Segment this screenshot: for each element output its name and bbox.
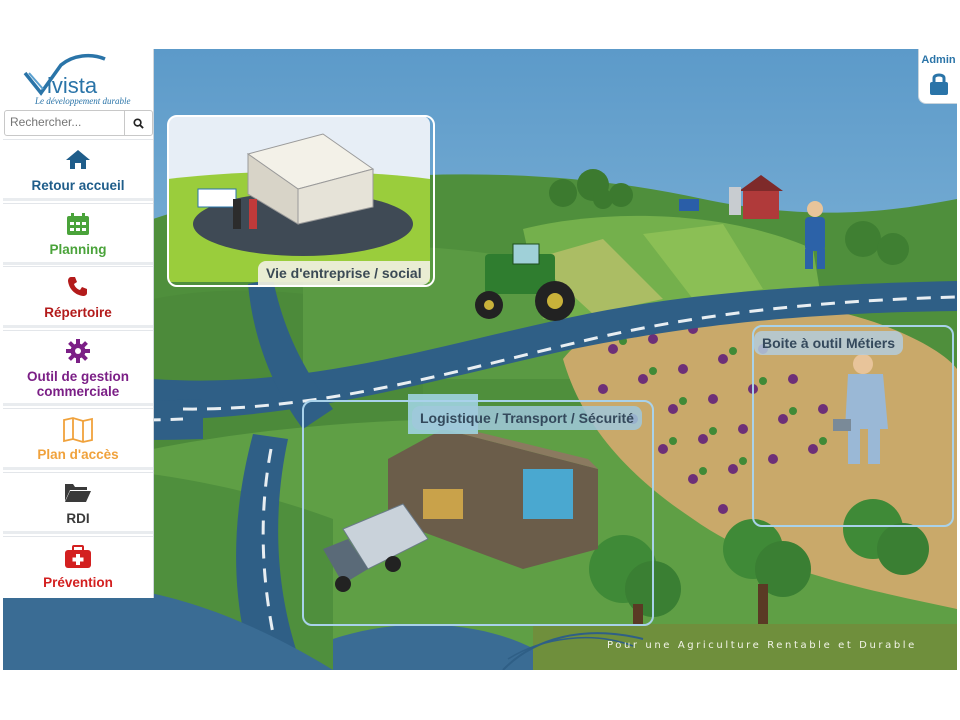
folder-open-icon <box>65 484 91 502</box>
sidebar: ivista Le développement durable Retour a… <box>3 49 154 598</box>
search-icon <box>133 117 144 129</box>
search-box <box>4 110 153 136</box>
first-aid-icon <box>65 545 91 568</box>
footer-slogan: Pour une Agriculture Rentable et Durable <box>607 640 917 651</box>
nav-label: Retour accueil <box>31 178 125 193</box>
home-icon <box>66 150 90 169</box>
lock-icon <box>930 73 948 95</box>
nav-label: Prévention <box>43 575 113 590</box>
hotspot-logistique[interactable]: Logistique / Transport / Sécurité <box>302 400 654 626</box>
logo-mark <box>23 53 106 96</box>
search-input[interactable] <box>5 111 122 133</box>
nav-label: Plan d'accès <box>37 447 119 462</box>
map-stage: ivista Le développement durable Retour a… <box>3 49 957 670</box>
admin-button[interactable]: Admin <box>918 49 957 104</box>
nav-planning[interactable]: Planning <box>3 203 153 265</box>
hotspot-label: Logistique / Transport / Sécurité <box>412 406 642 430</box>
nav-label: Outil de gestion commerciale <box>26 369 129 399</box>
brand-name: ivista <box>47 73 98 98</box>
nav-outil-gestion-commerciale[interactable]: Outil de gestion commerciale <box>3 330 153 406</box>
brand-logo[interactable]: ivista Le développement durable <box>3 49 153 109</box>
nav-plan-acces[interactable]: Plan d'accès <box>3 408 153 470</box>
nav-retour-accueil[interactable]: Retour accueil <box>3 139 153 201</box>
hotspot-vie-entreprise[interactable]: Vie d'entreprise / social <box>167 115 435 287</box>
map-icon <box>63 417 93 443</box>
nav-rdi[interactable]: RDI <box>3 472 153 534</box>
nav-label: RDI <box>66 511 90 526</box>
phone-icon <box>68 277 87 296</box>
search-button[interactable] <box>124 111 152 135</box>
calendar-icon <box>67 213 89 235</box>
nav-label: Répertoire <box>44 305 112 320</box>
hotspot-label: Vie d'entreprise / social <box>258 261 430 285</box>
hotspot-boite-outil-metiers[interactable]: Boite à outil Métiers <box>752 325 954 527</box>
nav-label: Planning <box>49 242 107 257</box>
nav-prevention[interactable]: Prévention <box>3 536 153 598</box>
brand-tagline: Le développement durable <box>35 96 131 106</box>
admin-label: Admin <box>921 54 956 66</box>
nav-repertoire[interactable]: Répertoire <box>3 266 153 328</box>
hotspot-label: Boite à outil Métiers <box>754 331 904 355</box>
illustrated-landscape <box>3 49 957 670</box>
gear-icon <box>66 339 90 363</box>
